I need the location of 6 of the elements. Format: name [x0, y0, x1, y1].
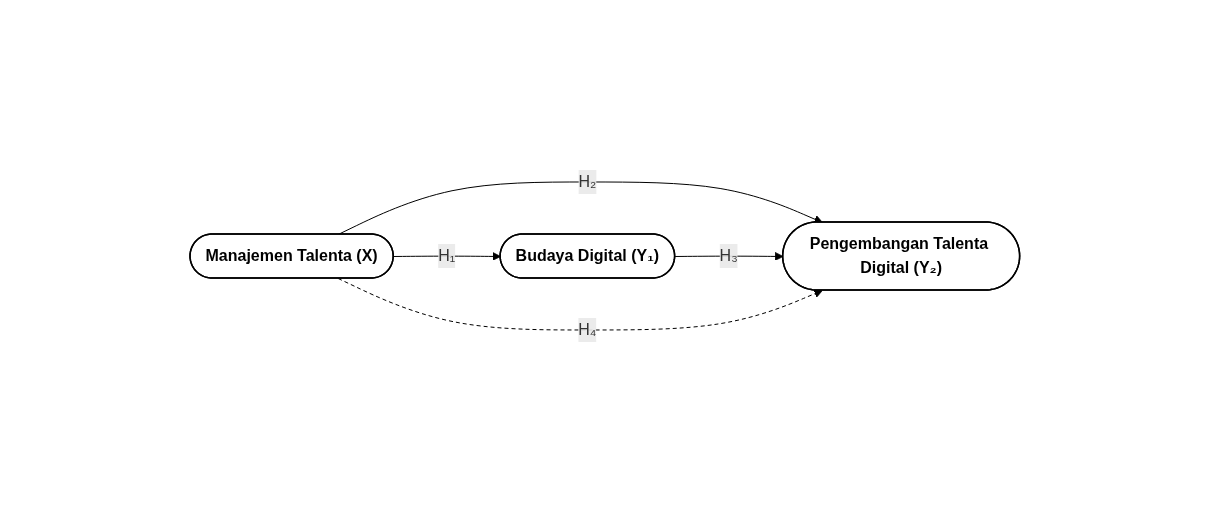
- edge-label: H₁: [438, 246, 456, 264]
- arrow: [674, 251, 784, 261]
- edge-label: H₃: [719, 246, 738, 264]
- arrow: [337, 277, 823, 330]
- edge-label: H₄: [578, 320, 597, 338]
- edge-label: H₂: [578, 172, 597, 190]
